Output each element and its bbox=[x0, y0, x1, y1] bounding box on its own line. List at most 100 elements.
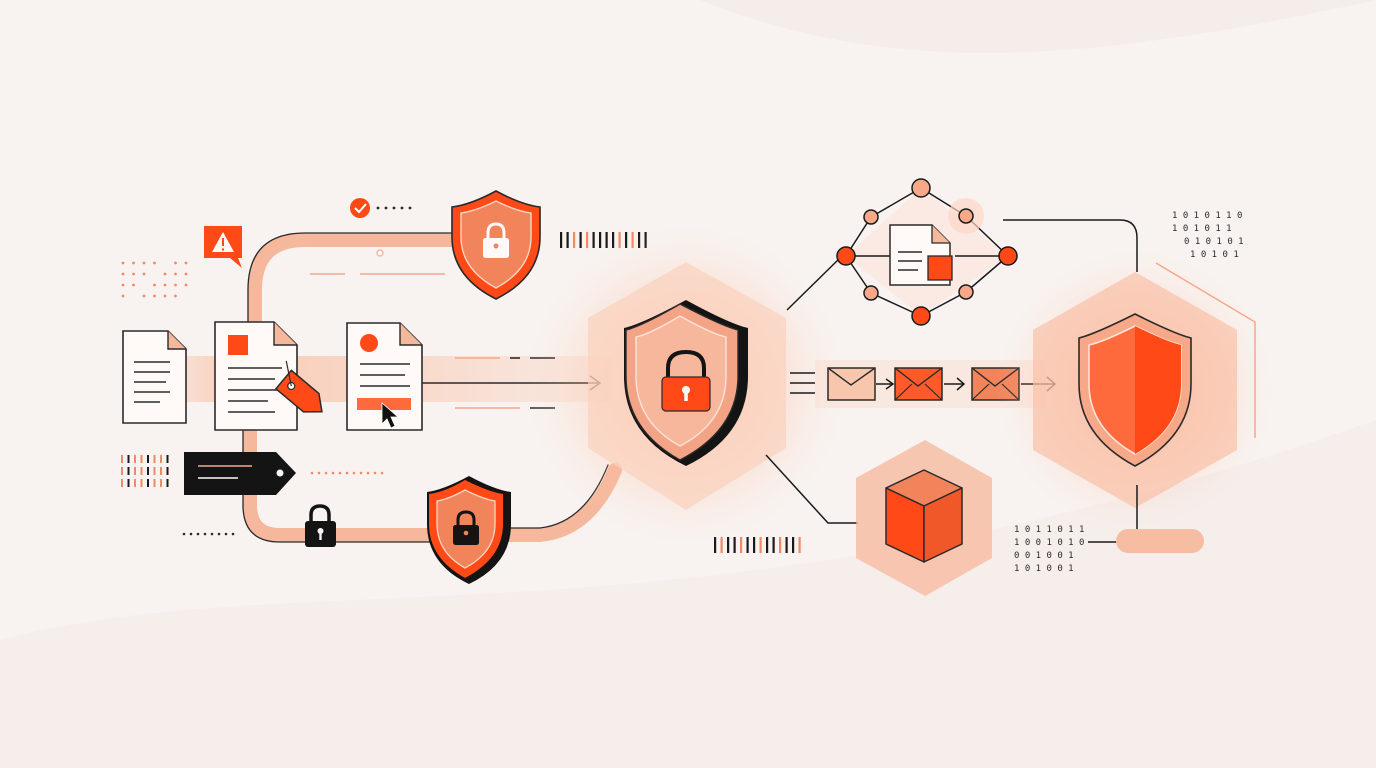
dot bbox=[352, 471, 356, 475]
tick-bar bbox=[566, 232, 569, 248]
cursor-arrow-icon bbox=[381, 402, 400, 429]
tick-bar bbox=[153, 479, 156, 487]
tick-bar bbox=[127, 479, 130, 487]
document-icon bbox=[122, 330, 187, 424]
dot bbox=[163, 294, 167, 298]
background-swoosh-top bbox=[700, 0, 1376, 53]
binary-line: 0 0 1 0 0 1 bbox=[1014, 551, 1074, 561]
dot bbox=[359, 471, 363, 475]
dot bbox=[184, 283, 188, 287]
top-shield-dot bbox=[310, 249, 445, 275]
dot bbox=[331, 471, 335, 475]
binary-line: 1 0 1 1 0 1 1 bbox=[1014, 525, 1084, 535]
check-circle-icon bbox=[350, 198, 370, 218]
form-document-icon bbox=[346, 322, 423, 431]
dot bbox=[338, 471, 342, 475]
dot bbox=[132, 261, 135, 265]
dot bbox=[345, 471, 349, 475]
tick-bar bbox=[599, 232, 602, 248]
dot bbox=[324, 471, 328, 475]
background-swoosh bbox=[0, 420, 1376, 768]
dot bbox=[121, 283, 125, 287]
dot bbox=[182, 532, 186, 536]
node-network bbox=[836, 178, 1018, 326]
dot bbox=[196, 532, 200, 536]
center-connectors bbox=[765, 257, 858, 524]
tick-bar bbox=[147, 455, 149, 463]
tick-bar bbox=[134, 455, 136, 463]
tick-bar bbox=[798, 537, 801, 553]
dot bbox=[153, 294, 156, 298]
label-tag-icon bbox=[184, 452, 296, 495]
tick-bar bbox=[121, 455, 123, 463]
tick-bar bbox=[740, 537, 743, 553]
tick-bar bbox=[759, 537, 762, 553]
tick-bar bbox=[746, 537, 749, 553]
tick-bar bbox=[772, 537, 775, 553]
dot-grid-left bbox=[121, 261, 188, 298]
binary-line: 1 0 1 0 1 1 bbox=[1172, 224, 1232, 234]
price-tag-icon bbox=[274, 360, 323, 413]
tick-bar bbox=[160, 455, 162, 463]
envelope-icon bbox=[827, 367, 876, 401]
dot bbox=[121, 272, 125, 276]
network-document-icon bbox=[889, 224, 953, 286]
tick-bar bbox=[127, 467, 130, 475]
binary-line: 1 0 1 0 0 1 bbox=[1014, 564, 1074, 574]
dot bbox=[142, 272, 146, 276]
tick-bar bbox=[134, 467, 136, 475]
tick-bar bbox=[121, 479, 123, 487]
dot bbox=[310, 471, 314, 475]
dot bbox=[184, 272, 188, 276]
tick-bar bbox=[166, 479, 169, 487]
tick-bar bbox=[785, 537, 788, 553]
lock-trail-dots bbox=[182, 532, 235, 536]
binary-block-top-right: 1 0 1 0 1 1 0 1 0 1 0 1 1 0 1 0 1 0 1 1 … bbox=[1172, 211, 1244, 260]
warning-icon bbox=[204, 226, 242, 268]
dot bbox=[163, 283, 167, 287]
dot bbox=[174, 283, 177, 287]
binary-line: 1 0 1 0 1 1 0 bbox=[1172, 211, 1242, 221]
tick-bar bbox=[147, 479, 149, 487]
dot bbox=[174, 294, 177, 298]
tick-bar bbox=[134, 479, 136, 487]
dot bbox=[153, 283, 156, 287]
tick-bar bbox=[592, 232, 595, 248]
binary-block-bottom-right: 1 0 1 1 0 1 1 1 0 0 1 0 1 0 0 0 1 0 0 1 … bbox=[1014, 525, 1084, 574]
tick-bar bbox=[779, 537, 782, 553]
dot bbox=[121, 294, 125, 298]
tick-bar bbox=[153, 467, 156, 475]
dot bbox=[366, 471, 370, 475]
tick-bar bbox=[720, 537, 723, 553]
tick-bar bbox=[166, 455, 169, 463]
tick-bar bbox=[560, 232, 563, 248]
tick-bar bbox=[605, 232, 608, 248]
dot bbox=[210, 532, 214, 536]
dot bbox=[121, 261, 125, 265]
tick-bar bbox=[579, 232, 582, 248]
cube-icon bbox=[885, 469, 963, 563]
dot bbox=[153, 261, 156, 265]
tick-bar bbox=[160, 479, 162, 487]
binary-line: 1 0 1 0 1 bbox=[1190, 250, 1239, 260]
tick-bar bbox=[714, 537, 717, 553]
tick-bar bbox=[733, 537, 736, 553]
tick-bar bbox=[586, 232, 589, 248]
shield-icon-bottom bbox=[427, 476, 511, 584]
envelope-icon-2 bbox=[894, 367, 943, 401]
tick-bars-left bbox=[121, 455, 169, 487]
pipe-top-loop bbox=[247, 232, 462, 337]
dot bbox=[231, 532, 235, 536]
dot bbox=[373, 471, 377, 475]
dot bbox=[132, 272, 135, 276]
tick-bar bbox=[792, 537, 795, 553]
tick-bar bbox=[140, 455, 143, 463]
tick-bar bbox=[153, 455, 156, 463]
binary-line: 1 0 0 1 0 1 0 bbox=[1014, 538, 1084, 548]
tick-bar bbox=[140, 479, 143, 487]
tick-bars-bottom bbox=[714, 537, 801, 553]
central-shield-icon bbox=[624, 300, 748, 466]
dot bbox=[184, 261, 188, 265]
